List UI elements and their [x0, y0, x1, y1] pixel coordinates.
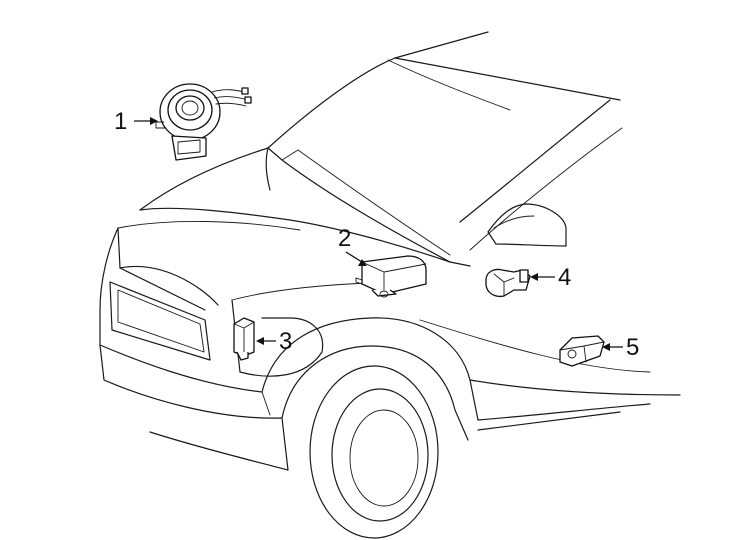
clock-spring-icon: [155, 83, 252, 161]
callout-5: 5: [602, 334, 639, 361]
side-impact-sensor-icon: [559, 335, 605, 367]
arrow-head: [602, 343, 610, 351]
arrow-head: [256, 337, 264, 345]
callout-2: 2: [338, 225, 367, 266]
airbag-control-module-icon: [355, 255, 427, 298]
vehicle-outline: [99, 31, 681, 539]
callout-number: 4: [558, 264, 571, 291]
callout-3: 3: [256, 328, 292, 355]
arrow-head: [358, 259, 367, 266]
callout-number: 1: [114, 108, 127, 135]
arrow-head: [530, 273, 538, 281]
callout-number: 2: [338, 225, 351, 252]
front-impact-sensor-icon: [233, 317, 255, 361]
side-impact-sensor-icon: [485, 268, 531, 298]
callout-4: 4: [530, 264, 571, 291]
callout-number: 5: [626, 334, 639, 361]
arrow-head: [150, 117, 158, 125]
callout-1: 1: [114, 108, 158, 135]
callout-number: 3: [279, 328, 292, 355]
